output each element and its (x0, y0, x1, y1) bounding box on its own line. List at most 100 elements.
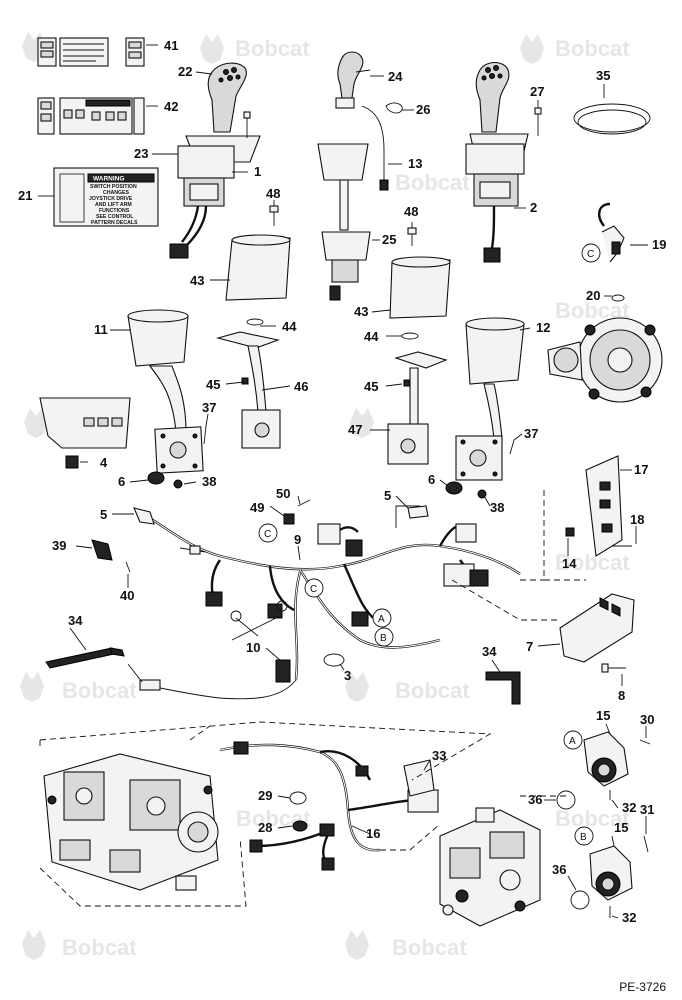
callout-number: 18 (630, 512, 644, 527)
callout-number: 25 (382, 232, 396, 247)
cable-coil (573, 103, 651, 135)
callout-number: 1 (254, 164, 261, 179)
callout-number: 38 (202, 474, 216, 489)
watermark-text: Bobcat (62, 935, 137, 960)
speed-sensor (598, 202, 625, 302)
connector-letter: B (580, 832, 587, 843)
connector-letter: C (264, 529, 271, 540)
switch-panel (39, 397, 131, 469)
callout-number: 21 (18, 188, 32, 203)
callout-numbers: 1 2 3 4 5 5 6 6 7 8 9 10 11 12 13 14 15 … (18, 38, 666, 925)
callout-number: 48 (404, 204, 418, 219)
callout-number: 6 (428, 472, 435, 487)
callout-number: 40 (120, 588, 134, 603)
connector-letter: C (587, 249, 594, 260)
decal-sheet-41 (37, 37, 145, 67)
callout-number: 31 (640, 802, 654, 817)
callout-number: 37 (524, 426, 538, 441)
cover-43-left (225, 234, 291, 301)
watermark-text: Bobcat (555, 806, 630, 831)
callout-number: 4 (100, 455, 108, 470)
watermark-text: Bobcat (555, 550, 630, 575)
callout-number: 19 (652, 237, 666, 252)
watermark-text: Bobcat (235, 36, 310, 61)
warning-decal-21: WARNING SWITCH POSITION CHANGES JOYSTICK… (53, 167, 159, 227)
callout-number: 28 (258, 820, 272, 835)
callout-number: 43 (354, 304, 368, 319)
callout-number: 16 (366, 826, 380, 841)
callout-number: 10 (246, 640, 260, 655)
decal-line: CHANGES (103, 190, 129, 196)
callout-number: 22 (178, 64, 192, 79)
main-harness (127, 505, 521, 700)
callout-number: 6 (118, 474, 125, 489)
callout-number: 43 (190, 273, 204, 288)
callout-number: 8 (618, 688, 625, 703)
callout-number: 33 (432, 748, 446, 763)
hydrostatic-pump (43, 753, 219, 891)
callout-number: 13 (408, 156, 422, 171)
callout-number: 26 (416, 102, 430, 117)
dashed-leaders-right (451, 490, 586, 621)
callout-number: 38 (490, 500, 504, 515)
lower-dashed-leaders (39, 721, 570, 907)
bracket-17 (565, 455, 632, 557)
callout-number: 42 (164, 99, 178, 114)
callout-number: 17 (634, 462, 648, 477)
decal-line: AND LIFT ARM (95, 202, 132, 208)
callout-number: 41 (164, 38, 178, 53)
bracket-46 (215, 318, 281, 449)
document-code: PE-3726 (619, 980, 666, 994)
callout-number: 32 (622, 910, 636, 925)
callout-number: 49 (250, 500, 264, 515)
hex-key-left (45, 647, 125, 669)
bracket-47 (387, 332, 448, 465)
solenoid-b (570, 835, 649, 918)
callout-number: 29 (258, 788, 272, 803)
callout-number: 45 (364, 379, 378, 394)
cover-43-right (389, 256, 451, 319)
callout-number: 46 (294, 379, 308, 394)
callout-number: 15 (614, 820, 628, 835)
controller-module (559, 593, 635, 673)
callout-number: 20 (586, 288, 600, 303)
right-boot-pedestal (445, 317, 525, 499)
drive-motor (547, 317, 663, 403)
decal-title: WARNING (93, 176, 124, 183)
leader-lines (38, 44, 648, 919)
left-joystick (169, 62, 261, 259)
callout-number: 11 (94, 322, 108, 337)
callout-number: 30 (640, 712, 654, 727)
small-parts (91, 499, 429, 573)
decal-line: SWITCH POSITION (90, 184, 137, 190)
center-joystick (317, 51, 403, 301)
callout-number: 45 (206, 377, 220, 392)
watermark-text: Bobcat (395, 170, 470, 195)
callout-number: 12 (536, 320, 550, 335)
watermark-text: Bobcat (395, 678, 470, 703)
callout-number: 14 (562, 556, 577, 571)
connector-letter: A (569, 736, 576, 747)
callout-number: 44 (282, 319, 297, 334)
callout-number: 48 (266, 186, 280, 201)
watermark-layer: Bobcat Bobcat Bobcat Bobcat Bobcat Bobca… (20, 32, 630, 960)
callout-number: 3 (344, 668, 351, 683)
watermark-text: Bobcat (62, 678, 137, 703)
decal-line: PATTERN DECALS (91, 220, 138, 226)
lower-harness (219, 741, 439, 871)
callout-number: 47 (348, 422, 362, 437)
callout-number: 36 (528, 792, 542, 807)
solenoid-a (556, 731, 651, 810)
callout-number: 9 (294, 532, 301, 547)
decal-line: SEE CONTROL (96, 214, 134, 220)
callout-number: 5 (100, 507, 107, 522)
callout-number: 7 (526, 639, 533, 654)
callout-number: 2 (530, 200, 537, 215)
callout-number: 36 (552, 862, 566, 877)
callout-number: 35 (596, 68, 610, 83)
callout-number: 34 (68, 613, 83, 628)
watermark-text: Bobcat (555, 36, 630, 61)
right-joystick (465, 61, 542, 263)
callout-number: 44 (364, 329, 379, 344)
